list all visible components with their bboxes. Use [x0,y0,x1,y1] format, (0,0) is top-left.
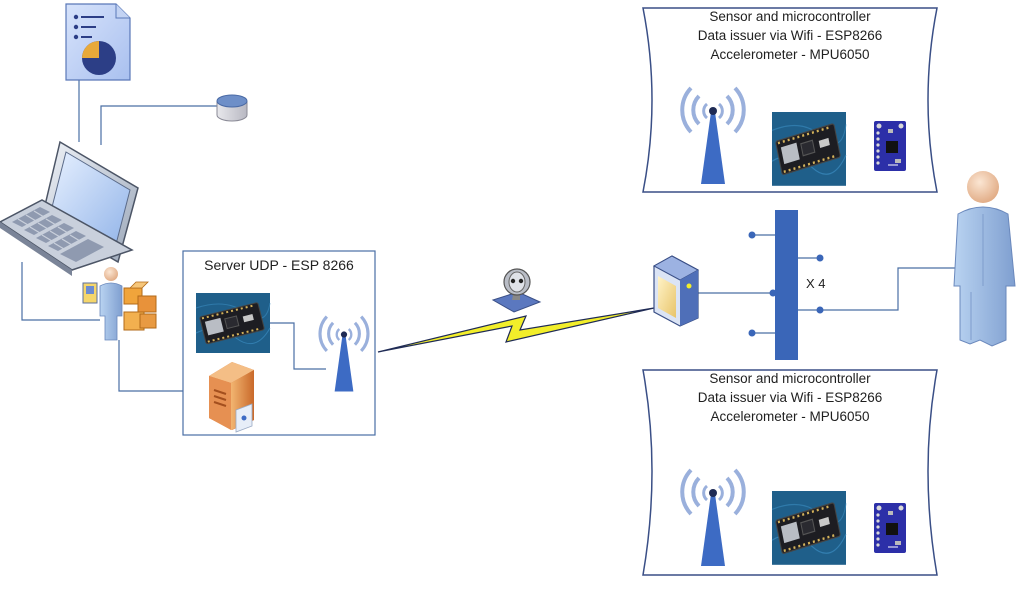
bus-tap-dot [748,329,756,337]
db-to-laptop-line [100,105,217,145]
sensor-top-line1: Sensor and microcontroller [709,9,871,24]
sensor-bottom-line3: Accelerometer - MPU6050 [710,409,870,424]
user-with-packages-icon [82,267,157,341]
esp8266-board-icon [771,490,847,566]
server-title: Server UDP - ESP 8266 [204,257,354,273]
user-to-server-line [118,340,183,392]
laptop-icon [0,140,139,276]
person-icon [953,171,1016,347]
database-icon [216,94,248,122]
bus-tap-dot [816,306,824,314]
lightning-link-icon [377,307,655,353]
sensor-top-line2: Data issuer via Wifi - ESP8266 [697,28,883,43]
mpu6050-board-icon [873,502,907,554]
bus-tap-dot [816,254,824,262]
sensor-bottom-line2: Data issuer via Wifi - ESP8266 [697,390,883,405]
document-chart-icon [65,3,131,81]
access-point-icon [652,255,700,327]
bus-multiplier-label: X 4 [806,276,826,291]
esp-to-antenna-line [270,322,326,370]
bus-tap-dot [748,231,756,239]
esp8266-board-icon [771,111,847,187]
bus-taps [748,231,824,337]
server-box [182,250,376,436]
satellite-dish-icon [491,268,542,313]
sensor-bottom-line1: Sensor and microcontroller [709,371,871,386]
bus-to-person-line [798,267,958,311]
esp8266-board-icon [195,292,271,354]
connector-lines [21,80,958,392]
sensor-bottom-label: Sensor and microcontroller Data issuer v… [643,369,937,426]
laptop-to-user-line [21,262,100,321]
server-tower-icon [209,362,254,433]
bus-tap-dot [769,289,777,297]
sensor-top-line3: Accelerometer - MPU6050 [710,47,870,62]
sensor-top-label: Sensor and microcontroller Data issuer v… [643,7,937,64]
wifi-antenna-icon [318,315,370,394]
bus-bar [775,210,798,360]
mpu6050-board-icon [873,120,907,172]
